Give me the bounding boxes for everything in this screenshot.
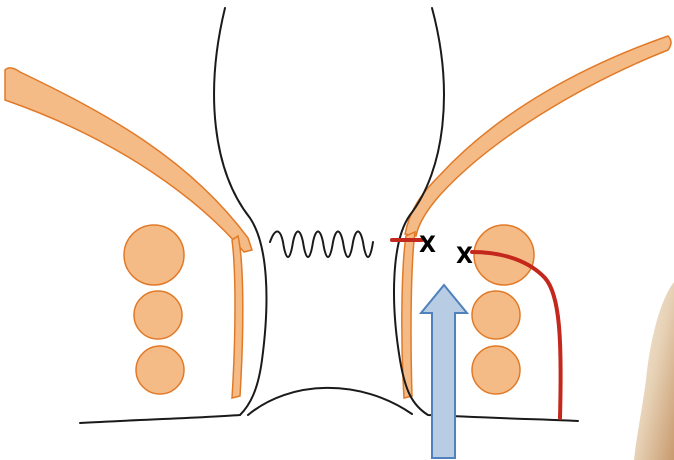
photo-fragment	[634, 282, 674, 460]
right-levator-muscle	[405, 36, 671, 236]
upward-arrow	[421, 285, 467, 458]
left-sphincter-circle	[134, 291, 182, 339]
ligation-mark-right: X	[456, 244, 473, 269]
ligation-mark-left: X	[419, 233, 436, 258]
right-sphincter-circle	[472, 346, 520, 394]
left-sphincter-circle	[124, 225, 184, 285]
left-sphincter-circle	[136, 346, 184, 394]
anal-verge	[248, 388, 412, 415]
left-internal-sphincter	[232, 236, 243, 398]
right-internal-sphincter	[402, 232, 415, 398]
right-sphincter-circle	[472, 291, 520, 339]
dentate-line-squiggle	[270, 232, 373, 258]
left-external-sphincter	[124, 225, 184, 394]
